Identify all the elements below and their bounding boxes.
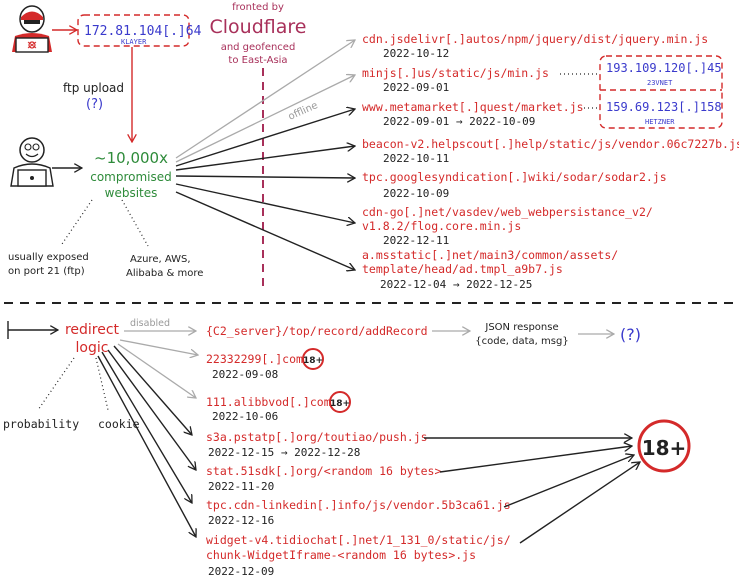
host-ip-hetzner: 159.69.123[.]158 (606, 100, 722, 114)
target-51sdk-date: 2022-11-20 (208, 480, 274, 493)
domain-jsdelivr: cdn.jsdelivr[.]autos/npm/jquery/dist/jqu… (362, 32, 708, 46)
adult-badge-small: 18+ (329, 391, 351, 413)
probability-connector (37, 357, 75, 411)
target-cdn-linkedin: tpc.cdn-linkedin[.]info/js/vendor.5b3ca6… (206, 498, 511, 512)
domain-msstatic-line1: a.msstatic[.]net/main3/common/assets/ (362, 248, 618, 262)
ftp-unknown-label: (?) (86, 97, 103, 112)
domain-minjs-date: 2022-09-01 (383, 81, 449, 94)
target-alibbvod: 111.alibbvod[.]com (206, 395, 331, 409)
host-ip-23vnet: 193.109.120[.]45 (606, 61, 722, 75)
hacker-icon (12, 5, 52, 53)
domain-msstatic-date: 2022-12-04 → 2022-12-25 (380, 278, 532, 291)
sites-label-line3: websites (105, 186, 158, 200)
cloud-line2: Alibaba & more (126, 268, 203, 279)
host-provider-23vnet: 23VNET (647, 79, 673, 87)
target-tidiochat-line2: chunk-WidgetIframe-<random 16 bytes>.js (206, 548, 476, 562)
target-cdn-linkedin-date: 2022-12-16 (208, 514, 274, 527)
domain-metamarket: www.metamarket[.]quest/market.js (362, 100, 584, 114)
site-domain-arrows (175, 40, 355, 270)
adult-badge-small-text: 18+ (330, 399, 350, 409)
target-alibbvod-date: 2022-10-06 (212, 410, 278, 423)
cookie-label: cookie (98, 417, 140, 431)
attacker-ip-box (77, 14, 190, 47)
ftp-upload-label: ftp upload (63, 81, 124, 95)
domain-jsdelivr-date: 2022-10-12 (383, 47, 449, 60)
domain-googlesyndication: tpc.googlesyndication[.]wiki/sodar/sodar… (362, 170, 667, 184)
domain-metamarket-date: 2022-09-01 → 2022-10-09 (383, 115, 535, 128)
domain-helpscout-date: 2022-10-11 (383, 152, 449, 165)
east-asia-label: to East-Asia (228, 55, 287, 66)
c2-url: {C2_server}/top/record/addRecord (206, 324, 428, 338)
cloud-line1: Azure, AWS, (130, 254, 191, 265)
domain-minjs: minjs[.]us/static/js/min.js (362, 66, 549, 80)
cloudflare-brand: Cloudflare (210, 16, 307, 38)
domain-cdn-go-line2: v1.8.2/flog.core.min.js (362, 219, 521, 233)
json-fields-label: {code, data, msg} (475, 336, 568, 347)
geofenced-label: and geofenced (221, 42, 296, 53)
host-provider-hetzner: HETZNER (645, 118, 675, 126)
offline-label: offline (287, 100, 320, 123)
attacker-ip: 172.81.104[.]64 (84, 24, 202, 39)
domain-cdn-go-line1: cdn-go[.]net/vasdev/web_webpersistance_v… (362, 205, 653, 219)
target-pstatp-date: 2022-12-15 → 2022-12-28 (208, 446, 360, 459)
cloud-connector (121, 199, 149, 247)
exposed-line2: on port 21 (ftp) (8, 266, 85, 277)
attacker-host: KLAYER (121, 38, 147, 46)
fronted-by-label: fronted by (232, 2, 284, 13)
adult-content-arrows (424, 438, 640, 544)
domain-helpscout: beacon-v2.helpscout[.]help/static/js/ven… (362, 137, 739, 151)
adult-badge-large-text: 18+ (642, 436, 687, 460)
domain-msstatic-line2: template/head/ad.tmpl_a9b7.js (362, 262, 563, 276)
sites-count: ~10,000x (94, 149, 168, 167)
target-51sdk: stat.51sdk[.]org/<random 16 bytes> (206, 464, 441, 478)
target-22332299-date: 2022-09-08 (212, 368, 278, 381)
json-unknown-label: (?) (620, 325, 641, 344)
adult-badge-small-text: 18+ (303, 356, 323, 366)
json-response-label: JSON response (484, 322, 558, 333)
redirect-arrows (97, 331, 198, 537)
exposed-connector (61, 199, 93, 245)
redirect-label-line2: logic (76, 340, 109, 356)
domain-googlesyndication-date: 2022-10-09 (383, 187, 449, 200)
adult-badge-large: 18+ (637, 419, 691, 473)
adult-badge-small: 18+ (302, 348, 324, 370)
sites-label-line2: compromised (90, 170, 172, 184)
target-tidiochat-line1: widget-v4.tidiochat[.]net/1_131_0/static… (206, 533, 511, 547)
cookie-connector (95, 357, 109, 411)
admin-laptop-icon (10, 137, 54, 187)
exposed-line1: usually exposed (8, 252, 89, 263)
disabled-label: disabled (130, 318, 170, 329)
target-tidiochat-date: 2022-12-09 (208, 565, 274, 578)
target-22332299: 22332299[.]com (206, 352, 303, 366)
probability-label: probability (3, 417, 79, 431)
hosting-box (599, 55, 723, 129)
redirect-label-line1: redirect (65, 322, 120, 338)
target-pstatp: s3a.pstatp[.]org/toutiao/push.js (206, 430, 428, 444)
domain-cdn-go-date: 2022-12-11 (383, 234, 449, 247)
